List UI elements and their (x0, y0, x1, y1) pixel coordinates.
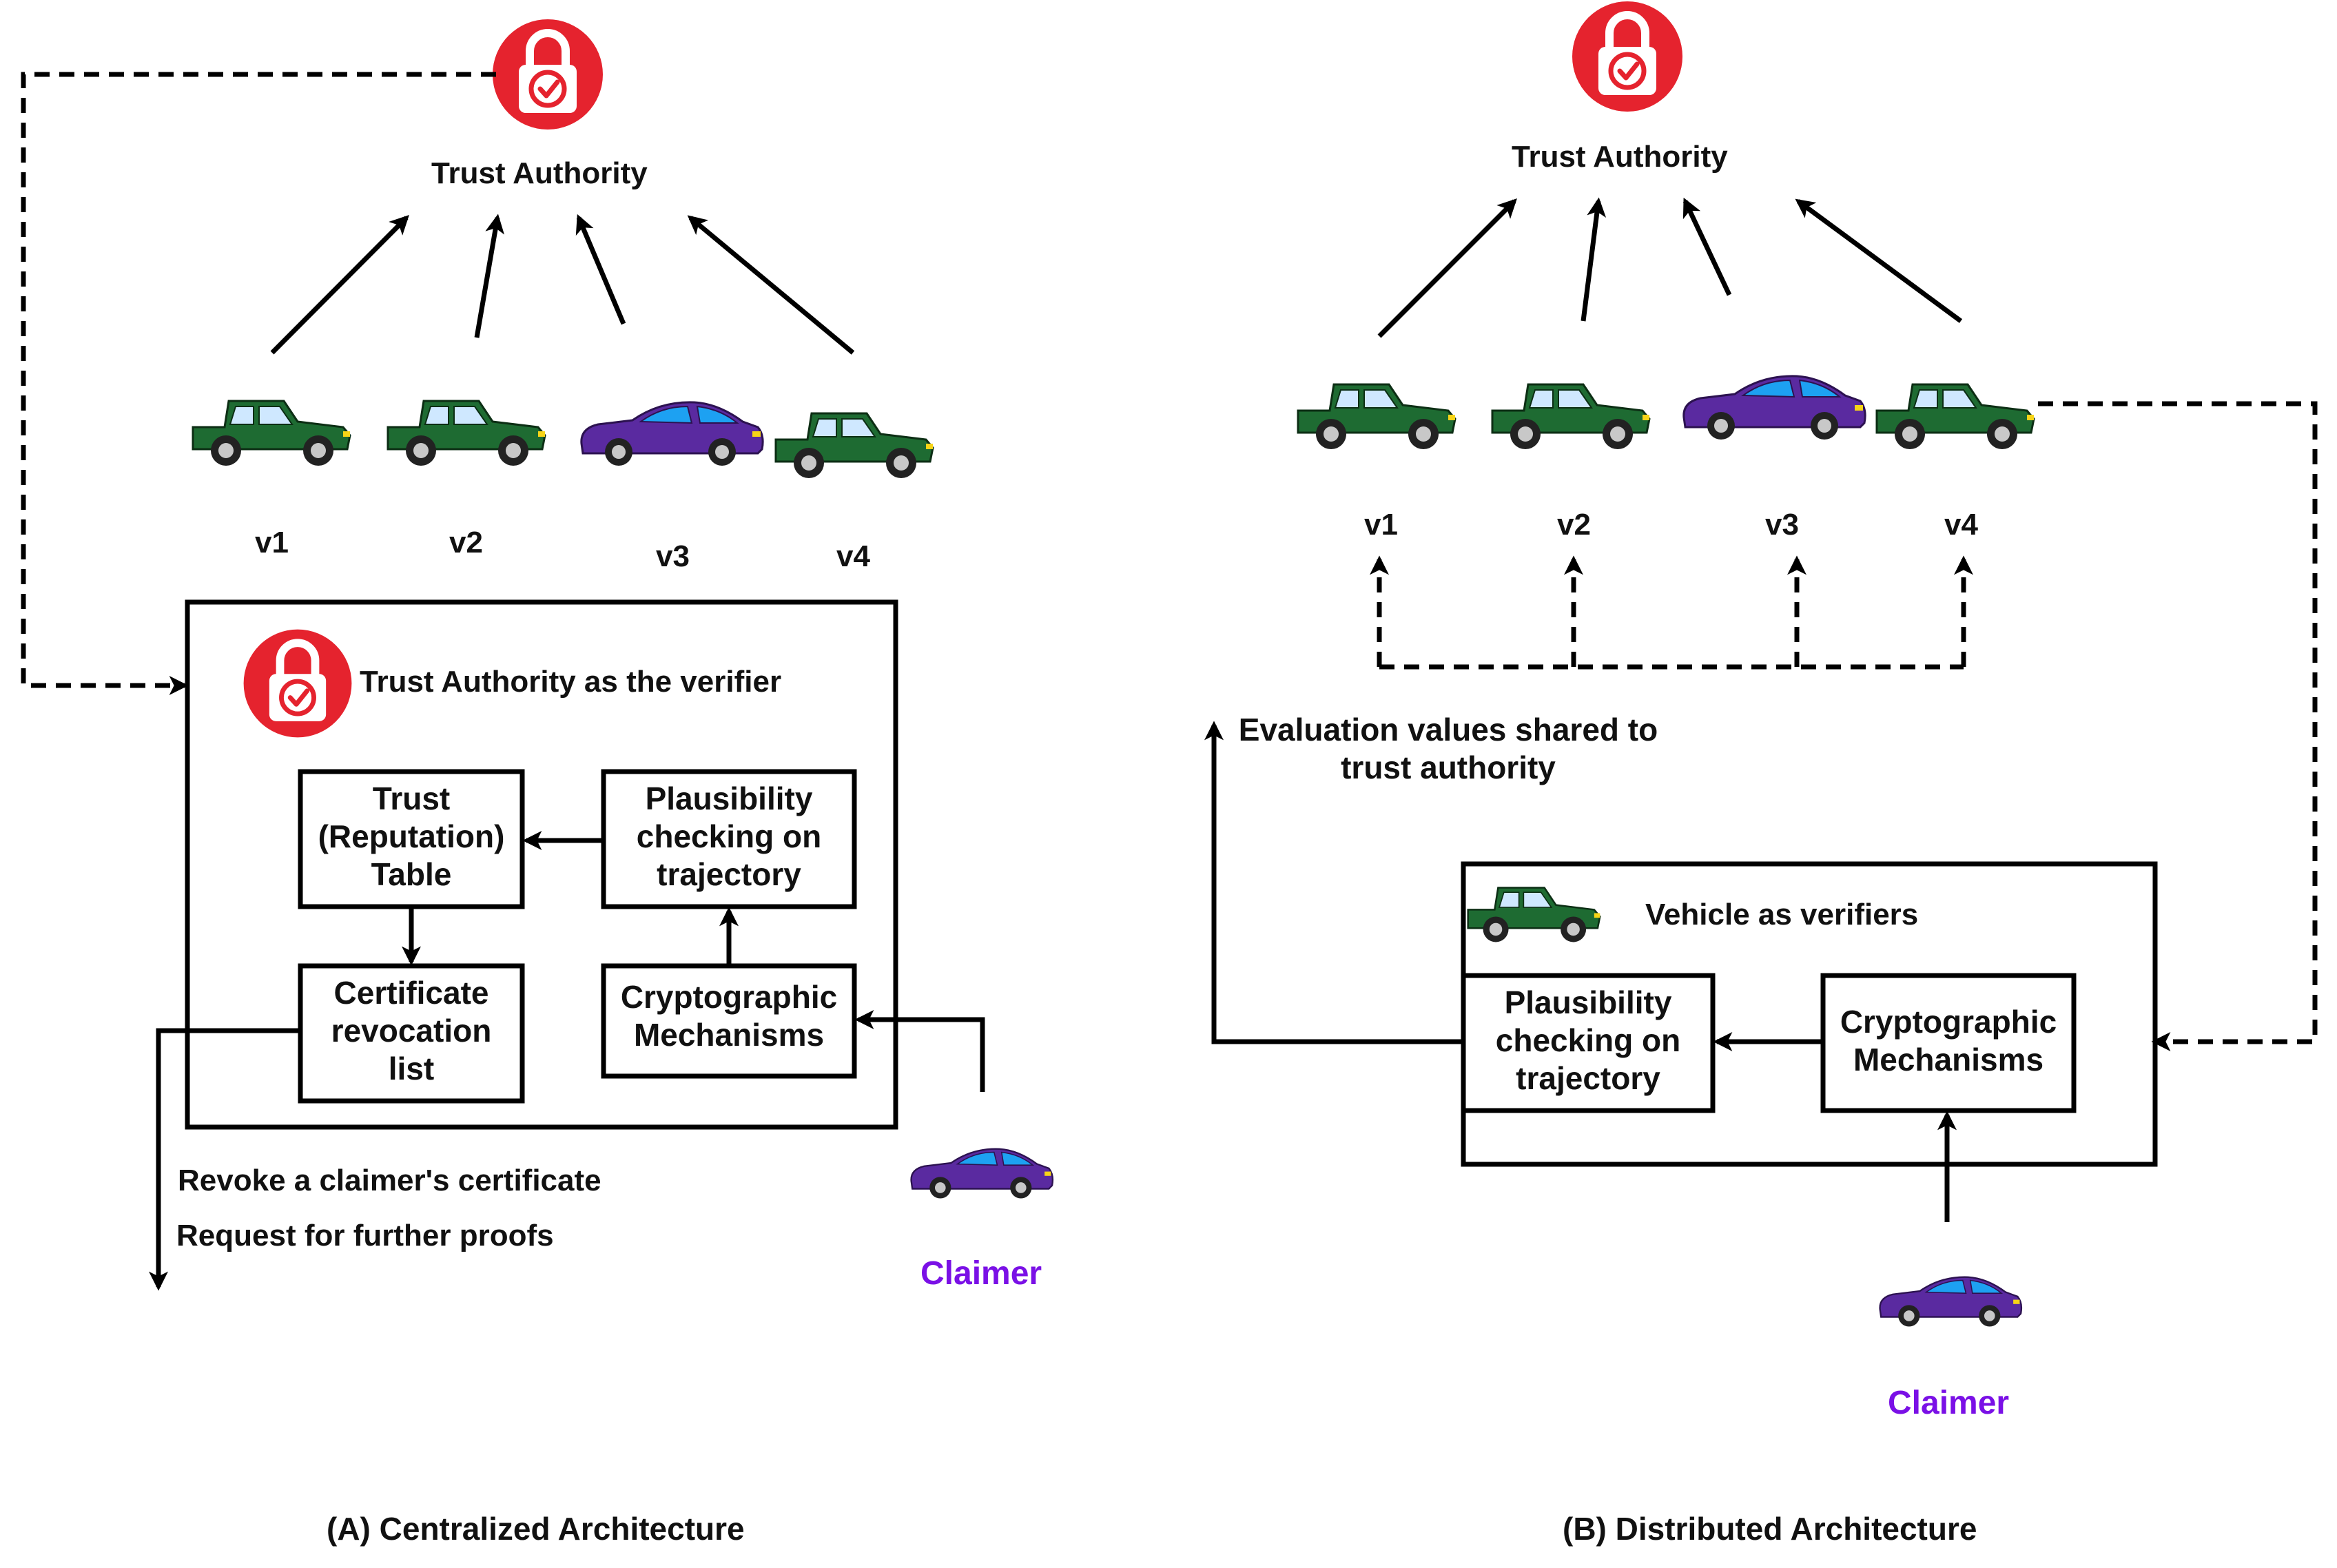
claimer-sedan-icon-b (1879, 1276, 2023, 1328)
arrow-v3-authority-b (1682, 197, 1732, 296)
plausibility-label-a: Plausibility checking on trajectory (636, 781, 822, 893)
vehicle-v2-truck-icon (387, 400, 546, 467)
verifier-box-centralized (185, 599, 898, 1130)
crypto-label-b: Cryptographic Mechanisms (1840, 1004, 2057, 1078)
verifier-box-title-a: Trust Authority as the verifier (360, 665, 782, 699)
vehicle-v4-truck-icon (774, 412, 934, 479)
crypto-label-a: Cryptographic Mechanisms (620, 979, 838, 1053)
vehicle-label-v4: v4 (836, 539, 870, 573)
dashed-v4-to-verifier (2038, 401, 2318, 1051)
trust-authority-label-a: Trust Authority (431, 156, 648, 190)
trust-table-label: Trust (Reputation) Table (318, 781, 505, 893)
arrow-v1-authority-b (1377, 198, 1517, 338)
vehicle-v2-truck-icon-b (1491, 383, 1651, 451)
claimer-sedan-icon-a (910, 1148, 1054, 1199)
vehicle-v1-truck-icon-b (1297, 383, 1456, 451)
vehicle-label-v4-b: v4 (1944, 508, 1978, 541)
arrow-crl-output (149, 1028, 300, 1291)
trust-authority-label-b: Trust Authority (1512, 140, 1728, 174)
revoke-certificate-label: Revoke a claimer's certificate (178, 1164, 601, 1197)
claimer-label-a: Claimer (920, 1255, 1042, 1292)
verifier-box-title-b: Vehicle as verifiers (1645, 898, 1919, 931)
evaluation-values-label: Evaluation values shared to trust author… (1238, 712, 1658, 786)
arrow-v3-authority (575, 214, 626, 325)
verifier-truck-icon (1467, 887, 1601, 943)
vehicle-label-v2-b: v2 (1557, 508, 1591, 541)
arrow-v1-authority (270, 215, 409, 355)
plausibility-label-b: Plausibility checking on trajectory (1495, 984, 1681, 1097)
request-proofs-label: Request for further proofs (176, 1219, 554, 1252)
arrow-claimer-to-crypto (854, 1010, 985, 1092)
trust-authority-lock-icon-b (1572, 1, 1682, 112)
arrow-v4-authority (687, 215, 855, 355)
crl-box (298, 963, 525, 1104)
vehicle-v1-truck-icon (192, 400, 351, 467)
vehicle-label-v2: v2 (449, 526, 483, 559)
verifier-lock-icon (244, 630, 352, 738)
vehicle-label-v1: v1 (255, 526, 289, 559)
vehicle-label-v3: v3 (656, 539, 690, 573)
vehicle-label-v1-b: v1 (1364, 508, 1398, 541)
crl-label: Certificate revocation list (331, 975, 492, 1087)
arrow-v2-authority (474, 214, 504, 338)
vehicle-label-v3-b: v3 (1765, 508, 1799, 541)
arrow-evaluation-up (1204, 721, 1463, 1044)
vehicle-v4-truck-icon-b (1875, 383, 2035, 451)
arrow-v2-authority-b (1581, 197, 1607, 322)
arrow-v4-authority-b (1795, 198, 1963, 323)
vehicle-v3-sedan-icon-b (1682, 375, 1866, 441)
vehicle-v3-sedan-icon (580, 401, 764, 467)
dashed-feedback-arrow (21, 72, 496, 695)
claimer-label-b: Claimer (1888, 1385, 2010, 1421)
trust-authority-lock-icon (493, 19, 603, 130)
plausibility-box-b (1461, 973, 1716, 1113)
caption-distributed: (B) Distributed Architecture (1563, 1511, 1977, 1547)
caption-centralized: (A) Centralized Architecture (327, 1511, 745, 1547)
